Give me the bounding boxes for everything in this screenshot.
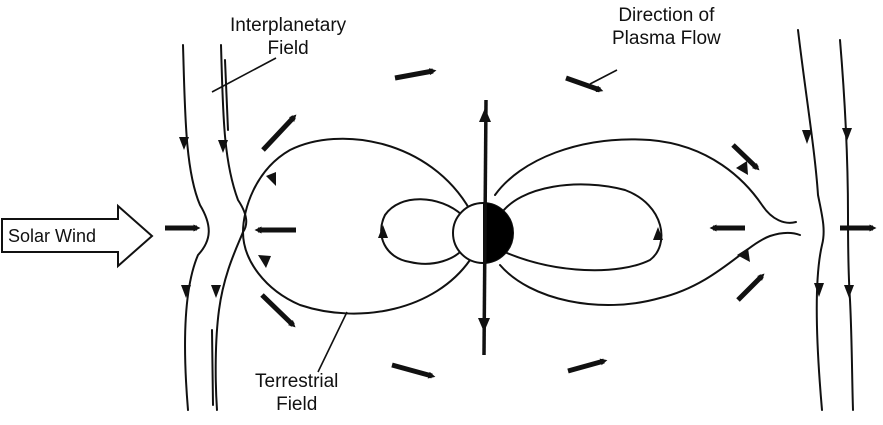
- direction-label-line1: Direction of: [618, 5, 715, 26]
- flow-arrow: [731, 143, 760, 171]
- solar-wind-arrow: [1, 203, 154, 269]
- direction-label-line2: Plasma Flow: [612, 28, 721, 49]
- interplanetary-leader-line: [211, 57, 277, 93]
- arrowhead: [218, 140, 228, 153]
- earth-axis: [482, 99, 488, 356]
- terrestrial-field-label: Terrestrial Field: [255, 370, 338, 416]
- arrowhead: [844, 285, 854, 298]
- nightside-inner-loop: [499, 183, 663, 272]
- terrestrial-leader-line: [317, 311, 348, 373]
- interplanetary-field-label-line2: Field: [267, 38, 309, 59]
- nightside-lower-line: [499, 231, 801, 307]
- arrowhead: [378, 225, 388, 238]
- arrowhead: [211, 285, 221, 298]
- arrowhead: [179, 137, 189, 150]
- arrowhead: [266, 172, 276, 186]
- flow-arrow: [736, 273, 765, 302]
- arrowhead: [653, 227, 663, 240]
- flow-arrow: [394, 68, 437, 81]
- interplanetary-field-lines-right: [797, 29, 854, 411]
- arrowhead: [736, 161, 748, 175]
- arrowhead: [802, 130, 812, 144]
- axis-arrow-down: [478, 318, 490, 332]
- field-line: [211, 329, 214, 406]
- leader-lines: [211, 57, 618, 373]
- earth: [452, 99, 514, 356]
- arrowhead: [814, 283, 824, 297]
- field-line: [214, 44, 248, 411]
- field-line: [224, 59, 229, 131]
- field-line-arrowheads: [179, 128, 854, 298]
- plasma-flow-arrows: [165, 68, 877, 379]
- flow-arrow: [261, 114, 297, 152]
- terrestrial-field-label-line1: Terrestrial: [255, 371, 339, 392]
- arrowhead: [737, 248, 750, 262]
- flow-arrow: [391, 362, 436, 379]
- dayside-outer-loop: [241, 137, 471, 315]
- direction-of-plasma-flow-label: Direction of Plasma Flow: [612, 4, 721, 50]
- arrowhead: [181, 285, 191, 298]
- field-line: [839, 39, 854, 411]
- solar-wind-label: Solar Wind: [8, 226, 97, 246]
- axis-arrow-up: [479, 108, 491, 122]
- flow-arrow: [260, 293, 296, 328]
- field-line: [797, 29, 825, 411]
- dayside-inner-loop: [380, 198, 463, 265]
- nightside-upper-line: [494, 138, 797, 224]
- terrestrial-field-lines: [241, 137, 801, 315]
- flow-arrow: [565, 75, 604, 93]
- interplanetary-field-label: Interplanetary Field: [230, 14, 346, 60]
- flow-arrow: [567, 358, 608, 374]
- arrowhead: [258, 255, 271, 268]
- terrestrial-field-label-line2: Field: [276, 394, 318, 415]
- interplanetary-field-label-line1: Interplanetary: [230, 15, 347, 36]
- earth-night-side: [483, 203, 513, 263]
- direction-leader-line: [589, 69, 618, 85]
- arrowhead: [842, 128, 852, 141]
- field-line: [182, 44, 210, 411]
